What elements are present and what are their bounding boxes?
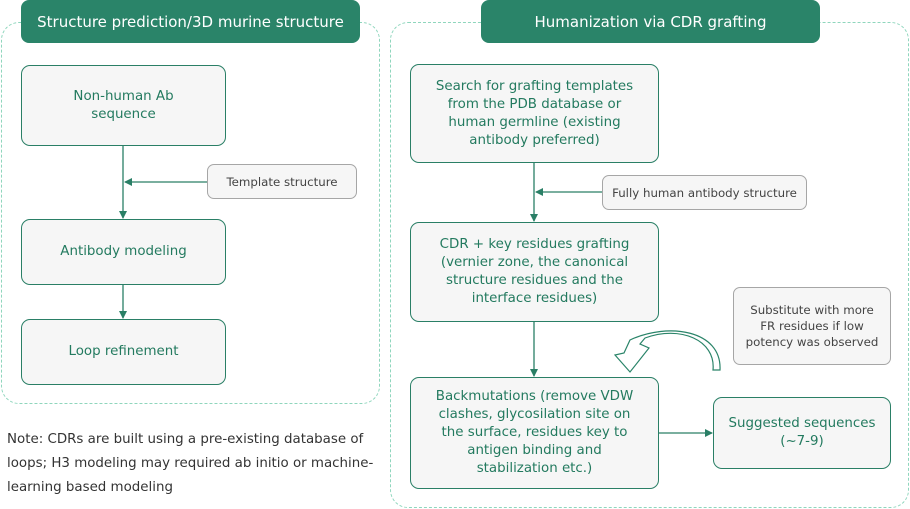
substitute-fr-residues-note: Substitute with more FR residues if low … [733,287,891,365]
structure-prediction-header: Structure prediction/3D murine structure [21,0,360,43]
suggested-sequences-output[interactable]: Suggested sequences (~7-9) [713,397,891,469]
step-antibody-modeling[interactable]: Antibody modeling [21,219,226,285]
step-backmutations[interactable]: Backmutations (remove VDW clashes, glyco… [410,377,659,489]
humanization-header: Humanization via CDR grafting [481,0,820,43]
template-structure-input[interactable]: Template structure [207,164,357,199]
step-search-grafting-templates[interactable]: Search for grafting templates from the P… [410,64,659,163]
step-cdr-grafting[interactable]: CDR + key residues grafting (vernier zon… [410,222,659,322]
fully-human-antibody-structure-input[interactable]: Fully human antibody structure [602,175,807,210]
step-non-human-ab-sequence[interactable]: Non-human Ab sequence [21,65,226,146]
step-loop-refinement[interactable]: Loop refinement [21,319,226,385]
cdr-modeling-note: Note: CDRs are built using a pre-existin… [7,432,374,495]
